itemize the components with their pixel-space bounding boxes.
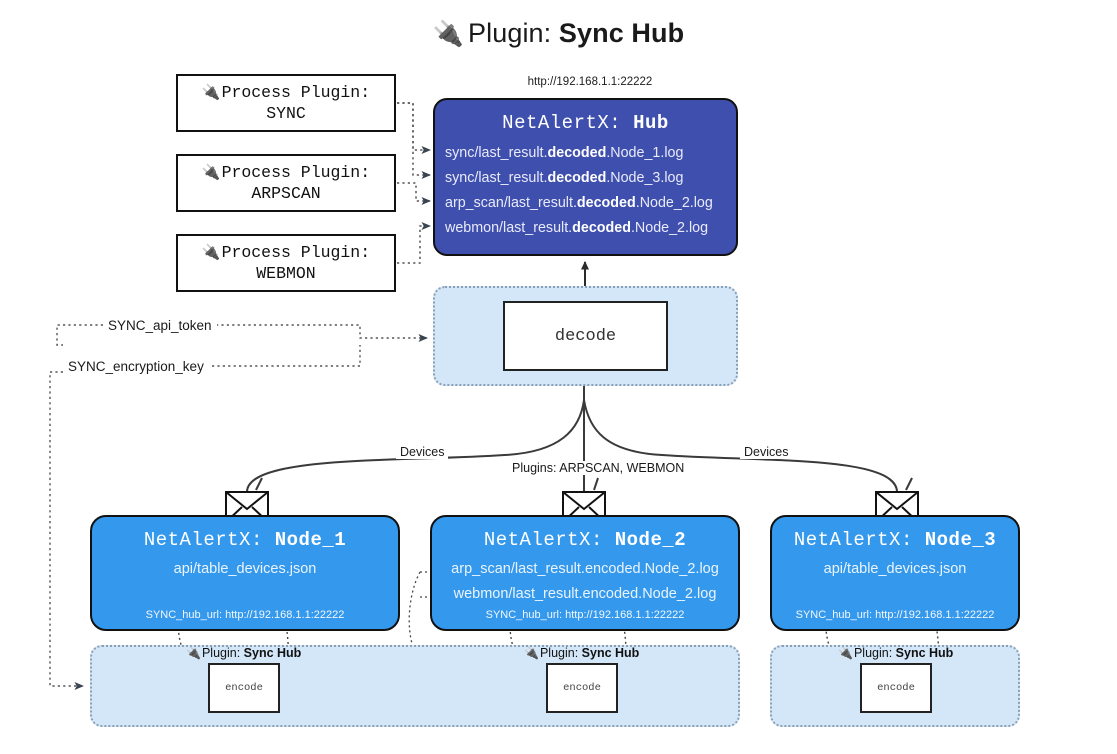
token-connectors: [49, 324, 428, 690]
encode-box-2[interactable]: encode: [546, 663, 618, 713]
node-hub-url: SYNC_hub_url: http://192.168.1.1:22222: [485, 609, 685, 621]
sync-encryption-key-label: SYNC_encryption_key: [63, 359, 209, 374]
node-title-name: Node_2: [614, 529, 687, 551]
node-title-prefix: NetAlertX:: [143, 529, 275, 551]
plug-icon: 🔌: [201, 244, 221, 261]
node-line: webmon/last_result.encoded.Node_2.log: [453, 586, 717, 602]
page-title: 🔌Plugin: Sync Hub: [0, 18, 1117, 49]
hub-log-item: sync/last_result.decoded.Node_1.log: [445, 145, 684, 161]
encode-box-3[interactable]: encode: [860, 663, 932, 713]
encode-plugin-label-1: 🔌Plugin: Sync Hub: [186, 646, 302, 660]
hub-log-item: arp_scan/last_result.decoded.Node_2.log: [445, 195, 713, 211]
node-line: api/table_devices.json: [173, 561, 317, 577]
hub-log-item: webmon/last_result.decoded.Node_2.log: [445, 220, 709, 236]
plugin-to-hub-connectors: [397, 102, 431, 264]
process-plugin-name: SYNC: [266, 104, 306, 123]
encode-plugin-label-3: 🔌Plugin: Sync Hub: [838, 646, 954, 660]
edge-label-devices-left: Devices: [396, 445, 449, 459]
title-name: Sync Hub: [558, 18, 685, 48]
node-title-name: Node_1: [274, 529, 347, 551]
plug-icon: 🔌: [201, 84, 221, 101]
plug-icon: 🔌: [201, 164, 221, 181]
decode-box[interactable]: decode: [503, 301, 668, 371]
encode-plugin-label-2: 🔌Plugin: Sync Hub: [524, 646, 640, 660]
envelope-stems: [255, 477, 913, 491]
plug-icon: 🔌: [838, 646, 853, 660]
hub-log-list: sync/last_result.decoded.Node_1.log sync…: [435, 141, 736, 241]
process-plugin-name: WEBMON: [256, 264, 316, 283]
node-title-prefix: NetAlertX:: [483, 529, 615, 551]
process-plugin-arpscan[interactable]: 🔌Process Plugin: ARPSCAN: [176, 154, 396, 212]
node-1[interactable]: NetAlertX: Node_1 api/table_devices.json…: [90, 515, 400, 631]
edge-label-plugins: Plugins: ARPSCAN, WEBMON: [508, 461, 689, 475]
hub-node[interactable]: NetAlertX: Hub sync/last_result.decoded.…: [433, 98, 738, 256]
plug-icon: 🔌: [524, 646, 539, 660]
hub-url-label: http://192.168.1.1:22222: [527, 76, 653, 88]
process-plugin-label: Process Plugin:: [221, 163, 371, 182]
process-plugin-name: ARPSCAN: [251, 184, 321, 203]
node-title-name: Node_3: [924, 529, 997, 551]
plug-icon: 🔌: [432, 20, 465, 48]
process-plugin-label: Process Plugin:: [221, 83, 371, 102]
hub-log-item: sync/last_result.decoded.Node_3.log: [445, 170, 684, 186]
node-hub-url: SYNC_hub_url: http://192.168.1.1:22222: [145, 609, 345, 621]
process-plugin-webmon[interactable]: 🔌Process Plugin: WEBMON: [176, 234, 396, 292]
node-to-decode-edges: [246, 375, 898, 493]
node-2[interactable]: NetAlertX: Node_2 arp_scan/last_result.e…: [430, 515, 740, 631]
node-title-prefix: NetAlertX:: [793, 529, 925, 551]
hub-title-prefix: NetAlertX:: [502, 112, 634, 134]
edge-label-devices-right: Devices: [740, 445, 793, 459]
node-3[interactable]: NetAlertX: Node_3 api/table_devices.json…: [770, 515, 1020, 631]
node-line: arp_scan/last_result.encoded.Node_2.log: [451, 561, 719, 577]
node-line: api/table_devices.json: [823, 561, 967, 577]
sync-api-token-label: SYNC_api_token: [103, 318, 217, 333]
node-hub-url: SYNC_hub_url: http://192.168.1.1:22222: [795, 609, 995, 621]
hub-title-name: Hub: [633, 112, 669, 134]
encode-box-1[interactable]: encode: [208, 663, 280, 713]
process-plugin-label: Process Plugin:: [221, 243, 371, 262]
plug-icon: 🔌: [186, 646, 201, 660]
encode-container-left: [90, 645, 740, 727]
process-plugin-sync[interactable]: 🔌Process Plugin: SYNC: [176, 74, 396, 132]
title-prefix: Plugin:: [468, 18, 559, 48]
